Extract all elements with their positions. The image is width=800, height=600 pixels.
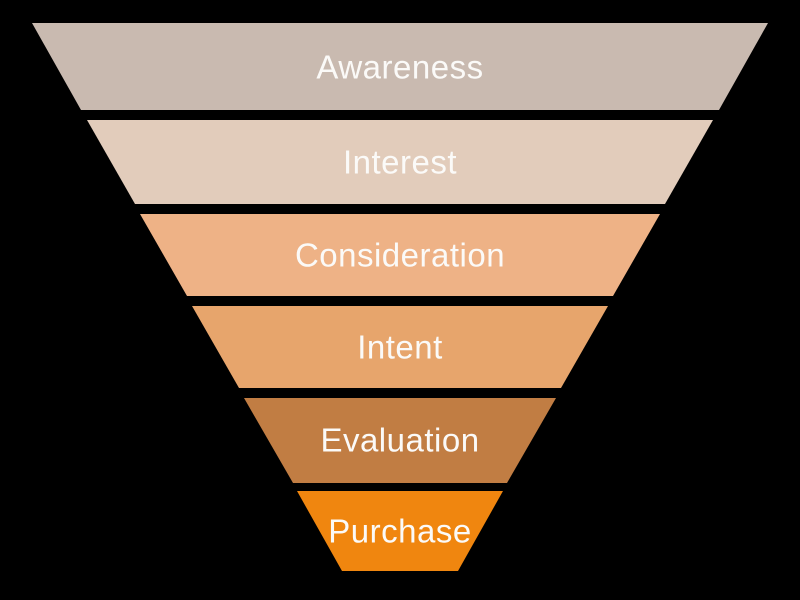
funnel-stage-interest-label: Interest	[343, 144, 457, 181]
funnel-stage-consideration-shape	[140, 214, 660, 296]
funnel-stage-interest-shape	[87, 120, 713, 204]
funnel-stage-evaluation-shape	[244, 398, 556, 483]
funnel-stage-purchase-shape	[297, 491, 503, 571]
funnel-stage-awareness-shape	[32, 23, 768, 110]
funnel-stage-purchase-label: Purchase	[328, 513, 471, 550]
funnel-stage-intent-shape	[192, 306, 608, 388]
funnel-stage-awareness-label: Awareness	[316, 49, 483, 86]
funnel-stage-intent-label: Intent	[357, 329, 443, 366]
funnel-stage-consideration-label: Consideration	[295, 237, 505, 274]
funnel-stage-evaluation-label: Evaluation	[320, 422, 479, 459]
